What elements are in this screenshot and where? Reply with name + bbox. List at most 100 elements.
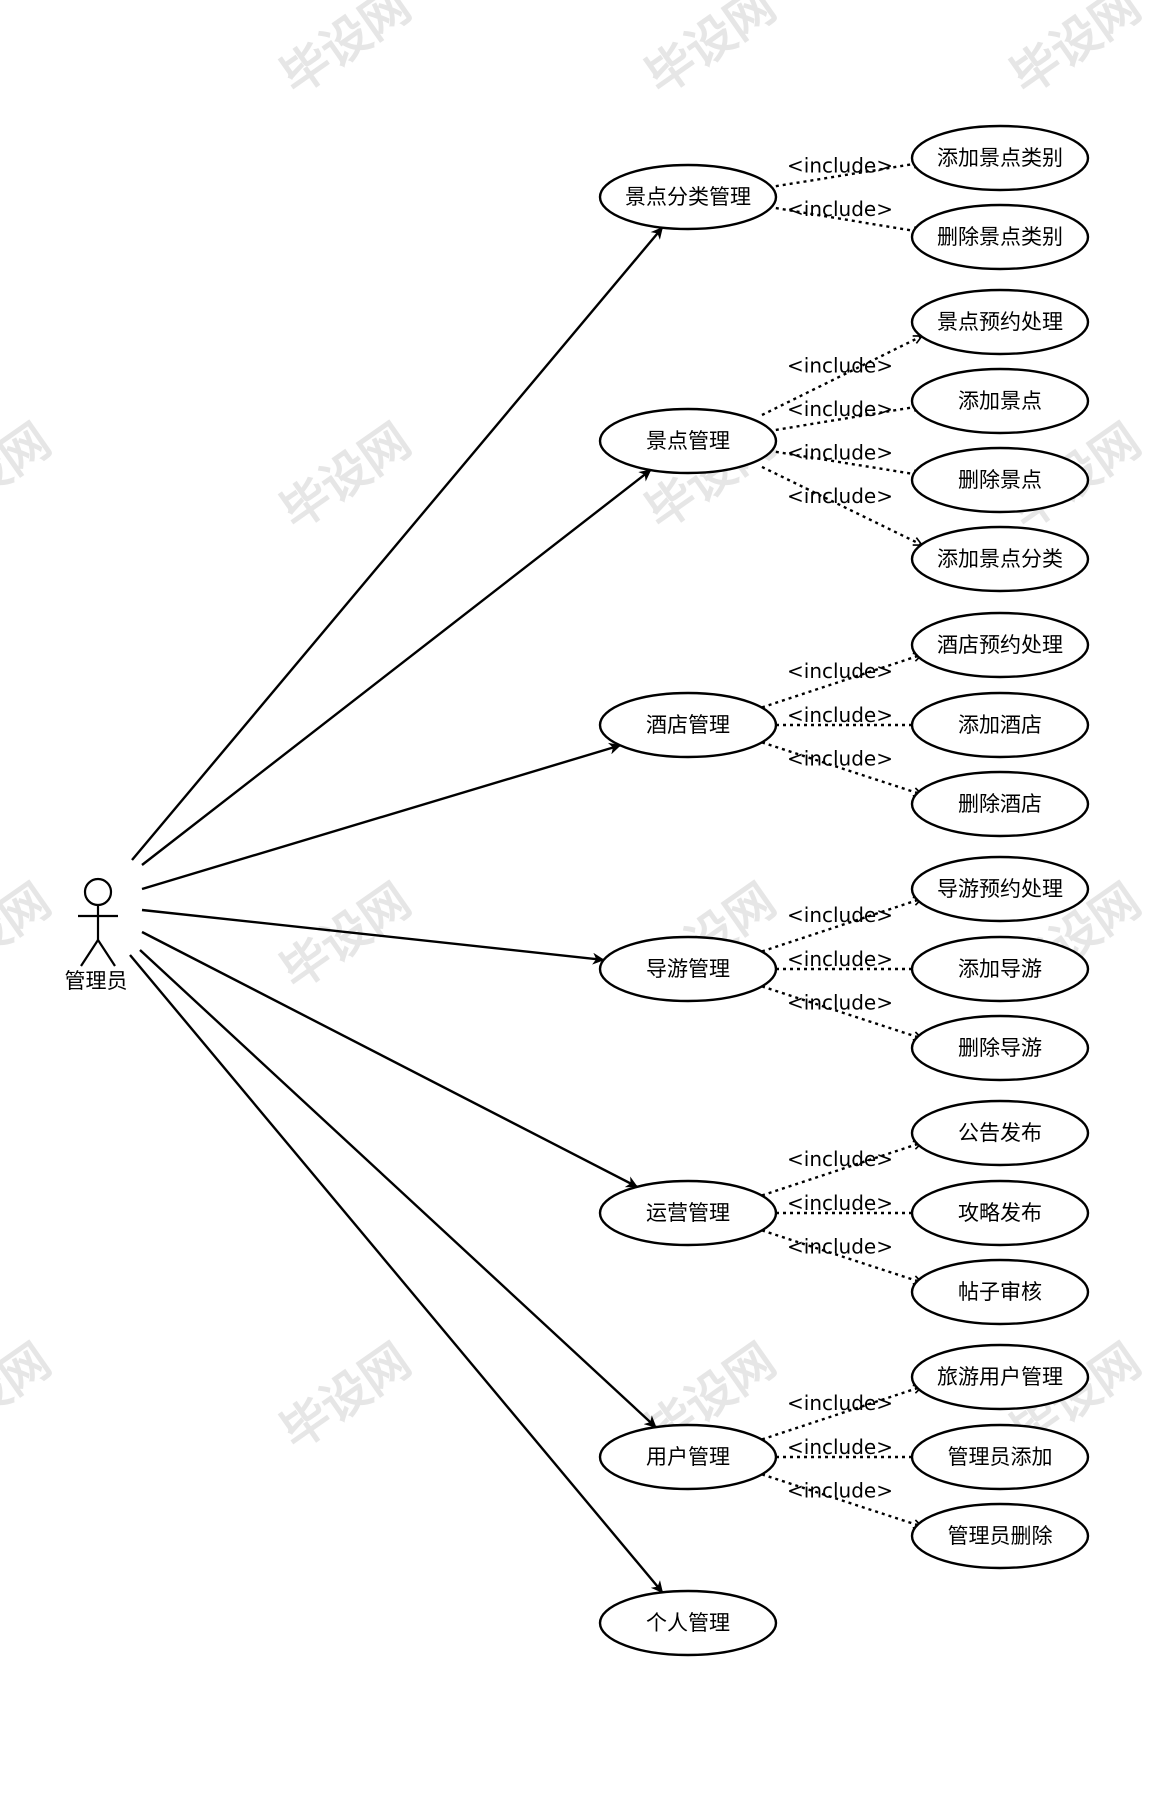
- usecase-1-child-2-shape: [910, 446, 1090, 514]
- usecase-2-child-2-label: 删除酒店: [958, 792, 1042, 816]
- usecase-3-child-1-label: 添加导游: [958, 957, 1042, 981]
- usecase-1-child-0-label: 景点预约处理: [937, 310, 1063, 334]
- include-label: <include>: [787, 1147, 893, 1171]
- include-label: <include>: [787, 903, 893, 927]
- actor-admin: 管理员: [65, 877, 128, 993]
- include-line: [761, 1473, 922, 1526]
- usecase-2-child-0: 酒店预约处理: [910, 611, 1090, 679]
- usecase-2-shape: [598, 691, 778, 759]
- association-line: [141, 469, 652, 866]
- usecase-4-child-2-label: 帖子审核: [958, 1280, 1042, 1304]
- usecase-2-child-2-shape: [910, 770, 1090, 838]
- include-label: <include>: [787, 1435, 893, 1459]
- include-line: [761, 741, 922, 794]
- usecase-5-child-1-label: 管理员添加: [948, 1445, 1053, 1469]
- usecase-0-child-0: 添加景点类别: [910, 124, 1090, 192]
- usecase-0-child-1: 删除景点类别: [910, 203, 1090, 271]
- usecase-1-child-0-shape: [910, 288, 1090, 356]
- usecase-1-child-3-label: 添加景点分类: [937, 547, 1063, 571]
- usecase-4-child-1: 攻略发布: [910, 1179, 1090, 1247]
- usecase-1-child-3-shape: [910, 525, 1090, 593]
- usecase-3-child-2: 删除导游: [910, 1014, 1090, 1082]
- usecase-4-child-0-label: 公告发布: [958, 1121, 1042, 1145]
- include-label: <include>: [787, 990, 893, 1014]
- watermark-text: 毕设网: [0, 1333, 61, 1461]
- usecase-3-child-2-label: 删除导游: [958, 1036, 1042, 1060]
- usecase-1-child-3: 添加景点分类: [910, 525, 1090, 593]
- usecase-1-child-1-label: 添加景点: [958, 389, 1042, 413]
- usecase-1-child-2-label: 删除景点: [958, 468, 1042, 492]
- include-line: [761, 163, 922, 190]
- include-label: <include>: [787, 197, 893, 221]
- usecase-2-child-2: 删除酒店: [910, 770, 1090, 838]
- include-line: [761, 334, 922, 417]
- usecase-5-child-0-shape: [910, 1343, 1090, 1411]
- association-lines: [129, 226, 664, 1594]
- usecase-1-child-1-shape: [910, 367, 1090, 435]
- watermark-text: 毕设网: [636, 0, 786, 106]
- include-label: <include>: [787, 154, 893, 178]
- watermark-text: 毕设网: [1001, 0, 1151, 106]
- usecase-4-label: 运营管理: [646, 1201, 730, 1225]
- usecase-4-shape: [598, 1179, 778, 1247]
- watermark-text: 毕设网: [271, 0, 421, 106]
- usecase-2-child-1: 添加酒店: [910, 691, 1090, 759]
- usecase-2: 酒店管理: [598, 691, 778, 759]
- include-label: <include>: [787, 440, 893, 464]
- usecase-3-child-1-shape: [910, 935, 1090, 1003]
- watermark-text: 毕设网: [0, 873, 61, 1001]
- usecase-5-child-2: 管理员删除: [910, 1502, 1090, 1570]
- include-label: <include>: [787, 1391, 893, 1415]
- usecase-4-child-2-shape: [910, 1258, 1090, 1326]
- usecase-4-child-2: 帖子审核: [910, 1258, 1090, 1326]
- usecase-3-child-0-shape: [910, 855, 1090, 923]
- usecase-1-label: 景点管理: [646, 429, 730, 453]
- include-label: <include>: [787, 397, 893, 421]
- usecase-4-child-1-label: 攻略发布: [958, 1201, 1042, 1225]
- association-line: [141, 908, 605, 965]
- usecase-5-child-2-label: 管理员删除: [948, 1524, 1053, 1548]
- include-line: [761, 465, 922, 547]
- include-line: [761, 1387, 922, 1441]
- usecase-0-child-1-shape: [910, 203, 1090, 271]
- include-label: <include>: [787, 1234, 893, 1258]
- include-relations: <include> <include> <include> <include> <inc…: [761, 154, 922, 1527]
- include-line: [761, 204, 922, 232]
- usecase-0-shape: [598, 163, 778, 231]
- include-line: [761, 899, 922, 953]
- include-label: <include>: [787, 1478, 893, 1502]
- usecase-6: 个人管理: [598, 1589, 778, 1657]
- association-line: [141, 930, 639, 1188]
- usecase-3-child-1: 添加导游: [910, 935, 1090, 1003]
- usecase-5-child-1: 管理员添加: [910, 1423, 1090, 1491]
- association-line: [131, 226, 664, 861]
- usecase-4-child-0-shape: [910, 1099, 1090, 1167]
- usecase-4-child-0: 公告发布: [910, 1099, 1090, 1167]
- usecase-3: 导游管理: [598, 935, 778, 1003]
- include-label: <include>: [787, 746, 893, 770]
- usecase-1-child-2: 删除景点: [910, 446, 1090, 514]
- usecase-4: 运营管理: [598, 1179, 778, 1247]
- watermark-text: 毕设网: [271, 413, 421, 541]
- usecase-1: 景点管理: [598, 407, 778, 475]
- include-line: [761, 406, 922, 434]
- usecase-5-child-0-label: 旅游用户管理: [937, 1365, 1063, 1389]
- usecase-1-child-1: 添加景点: [910, 367, 1090, 435]
- usecase-2-child-1-label: 添加酒店: [958, 713, 1042, 737]
- association-line: [139, 949, 657, 1429]
- association-line: [129, 954, 664, 1594]
- usecase-0-label: 景点分类管理: [625, 185, 751, 209]
- usecase-5-child-0: 旅游用户管理: [910, 1343, 1090, 1411]
- include-label: <include>: [787, 947, 893, 971]
- usecase-0-child-0-shape: [910, 124, 1090, 192]
- watermark-text: 毕设网: [271, 1333, 421, 1461]
- usecase-3-label: 导游管理: [646, 957, 730, 981]
- usecase-2-child-0-shape: [910, 611, 1090, 679]
- usecase-5-shape: [598, 1423, 778, 1491]
- include-label: <include>: [787, 1191, 893, 1215]
- usecase-1-child-0: 景点预约处理: [910, 288, 1090, 356]
- usecase-3-child-2-shape: [910, 1014, 1090, 1082]
- usecase-0-child-0-label: 添加景点类别: [937, 146, 1063, 170]
- usecase-3-child-0-label: 导游预约处理: [937, 877, 1063, 901]
